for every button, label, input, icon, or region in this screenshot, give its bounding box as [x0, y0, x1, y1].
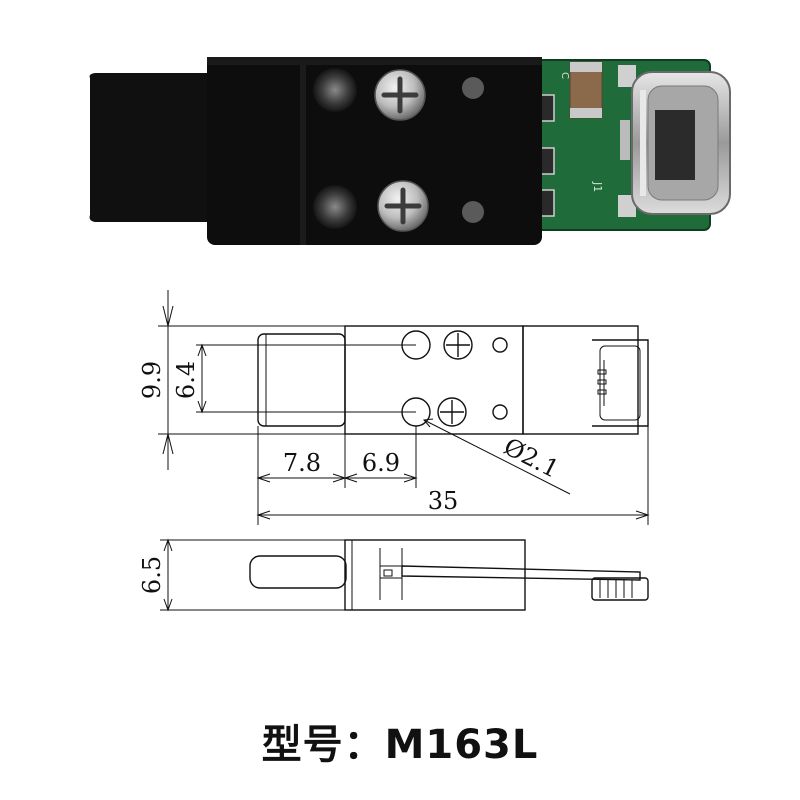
dim-thickness: 6.5 [138, 556, 166, 594]
dim-total-length: 35 [428, 487, 459, 515]
dim-hole-diameter: Ø2.1 [499, 432, 563, 483]
rivet-top-outline [492, 337, 508, 353]
wire-hole-top [313, 68, 357, 112]
rivet-bottom [462, 201, 484, 223]
dim-hole-offset: 6.9 [362, 449, 400, 477]
side-pcb-outline [401, 565, 641, 581]
technical-drawing: 9.9 6.4 7.8 6.9 35 Ø2.1 [138, 290, 650, 612]
side-usb-outline [591, 577, 649, 601]
silkscreen-c: C [559, 72, 570, 79]
screw-bottom-outline-icon [437, 397, 467, 427]
capacitor-cap [570, 62, 602, 72]
plug-body [89, 73, 215, 222]
rivet-top [462, 77, 484, 99]
silkscreen-j1: J1 [591, 181, 604, 192]
usb-connector-outline [592, 339, 649, 427]
capacitor-cap [570, 108, 602, 118]
top-view [257, 325, 649, 435]
pcb-outline [522, 325, 639, 435]
model-label: 型号：M163L [261, 722, 539, 768]
top-view-dimensions: 9.9 6.4 7.8 6.9 35 Ø2.1 [138, 290, 650, 525]
side-view-dimensions: 6.5 [138, 538, 345, 612]
screw-top-outline-icon [443, 330, 473, 360]
dim-plug-length: 7.8 [283, 449, 321, 477]
rivet-bottom-outline [492, 404, 508, 420]
wire-hole-bottom [313, 185, 357, 229]
side-housing-outline [344, 539, 526, 611]
side-view [249, 539, 649, 611]
usb-c-connector [631, 71, 731, 215]
housing-body [207, 57, 542, 245]
side-plug-outline [249, 555, 347, 589]
dim-hole-spacing: 6.4 [172, 361, 200, 399]
dim-outer-height: 9.9 [138, 361, 166, 399]
screw-bottom-icon [377, 180, 429, 232]
product-photo: C J1 [89, 57, 731, 245]
screw-top-icon [374, 69, 426, 121]
